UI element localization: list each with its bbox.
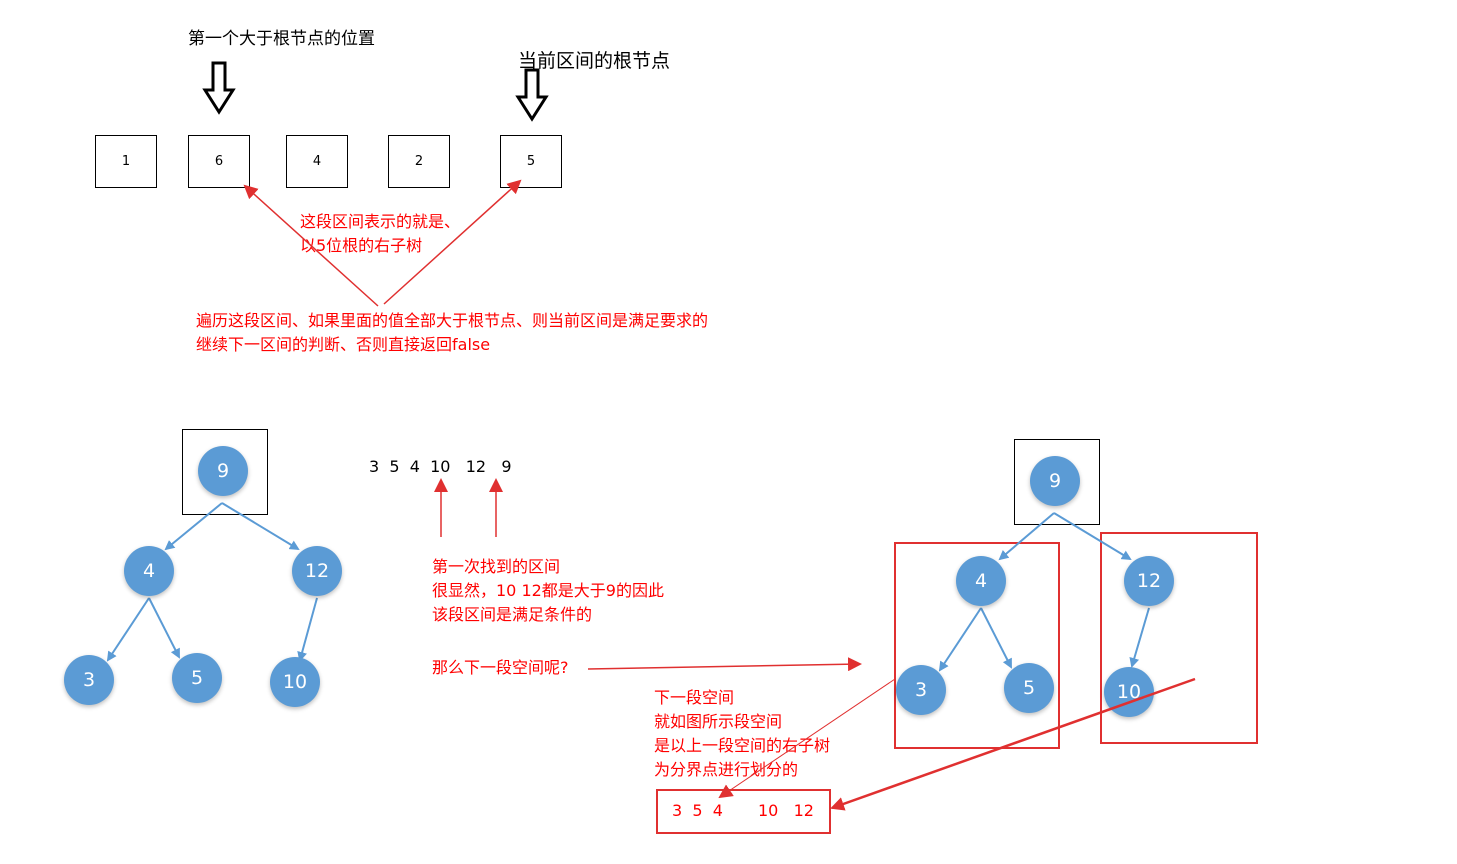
note-next-interval: 下一段空间 就如图所示段空间 是以上一段空间的右子树 为分界点进行划分的 (654, 686, 830, 782)
edge-12-10 (297, 597, 318, 662)
edge-9-4 (998, 512, 1055, 561)
label-current-root: 当前区间的根节点 (518, 50, 671, 72)
note-next-line2: 就如图所示段空间 (654, 712, 783, 731)
left-node-4: 4 (124, 546, 174, 596)
edge-4-3 (106, 597, 150, 662)
seq-item: 3 (369, 457, 380, 476)
split-right: 10 12 (758, 801, 814, 820)
split-result-box (656, 789, 831, 834)
array-cell-0: 1 (95, 135, 157, 188)
right-node-12: 12 (1124, 556, 1174, 606)
seq-item: 5 (389, 457, 400, 476)
red-arrow-to-cell-6 (243, 184, 379, 307)
note-first-line3: 该段区间是满足条件的 (432, 605, 593, 624)
red-arrow-left-subtree (718, 678, 896, 799)
left-node-5: 5 (172, 653, 222, 703)
note-segment-line2: 以5位根的右子树 (300, 236, 423, 255)
edge-12-10 (1129, 607, 1150, 668)
split-item: 5 (692, 801, 703, 820)
note-next-question: 那么下一段空间呢? (432, 658, 569, 677)
left-node-12: 12 (292, 546, 342, 596)
hollow-down-arrow-1 (202, 61, 236, 115)
left-subtree-highlight (894, 542, 1060, 749)
array-cell-1: 6 (188, 135, 250, 188)
note-traverse-line2: 继续下一区间的判断、否则直接返回false (196, 335, 491, 354)
split-item: 12 (793, 801, 814, 820)
array-cell-4: 5 (500, 135, 562, 188)
edge-9-12 (221, 502, 300, 551)
label-first-greater: 第一个大于根节点的位置 (188, 29, 375, 49)
edge-9-12 (1053, 512, 1132, 561)
left-tree-root-frame (182, 429, 268, 515)
note-first-line1: 第一次找到的区间 (432, 557, 561, 576)
seq-item: 12 (465, 457, 487, 476)
split-item: 3 (672, 801, 683, 820)
right-node-5: 5 (1004, 663, 1054, 713)
array-cell-3: 2 (388, 135, 450, 188)
red-arrow-question (587, 657, 862, 672)
seq-item: 9 (501, 457, 512, 476)
edge-4-5 (980, 607, 1012, 669)
sequence: 3 5 4 10 12 9 (369, 457, 512, 476)
left-node-10: 10 (270, 657, 320, 707)
note-next-line1: 下一段空间 (654, 688, 735, 707)
red-arrow-to-cell-5 (383, 179, 522, 305)
right-subtree-highlight (1100, 532, 1258, 744)
right-node-9: 9 (1030, 456, 1080, 506)
red-arrow-right-subtree (830, 677, 1196, 811)
array-cell-2: 4 (286, 135, 348, 188)
left-node-3: 3 (64, 655, 114, 705)
note-segment-line1: 这段区间表示的就是、 (300, 212, 461, 231)
right-node-4: 4 (956, 556, 1006, 606)
right-node-3: 3 (896, 665, 946, 715)
note-traverse: 遍历这段区间、如果里面的值全部大于根节点、则当前区间是满足要求的 继续下一区间的… (196, 309, 708, 357)
edge-4-5 (148, 597, 180, 659)
edge-4-3 (938, 607, 982, 672)
left-node-9: 9 (198, 446, 248, 496)
split-item: 10 (758, 801, 779, 820)
note-segment: 这段区间表示的就是、 以5位根的右子树 (300, 210, 460, 258)
right-tree-root-frame (1014, 439, 1100, 525)
split-left: 3 5 4 (672, 801, 723, 820)
edge-9-4 (164, 502, 223, 551)
note-traverse-line1: 遍历这段区间、如果里面的值全部大于根节点、则当前区间是满足要求的 (196, 311, 709, 330)
note-next-line4: 为分界点进行划分的 (654, 760, 799, 779)
seq-item: 4 (409, 457, 420, 476)
hollow-down-arrow-2 (515, 68, 549, 122)
seq-item: 10 (430, 457, 451, 476)
split-item: 4 (712, 801, 723, 820)
note-first-line2: 很显然，10 12都是大于9的因此 (432, 581, 664, 600)
note-first-interval: 第一次找到的区间 很显然，10 12都是大于9的因此 该段区间是满足条件的 (432, 555, 664, 627)
note-next-line3: 是以上一段空间的右子树 (654, 736, 831, 755)
